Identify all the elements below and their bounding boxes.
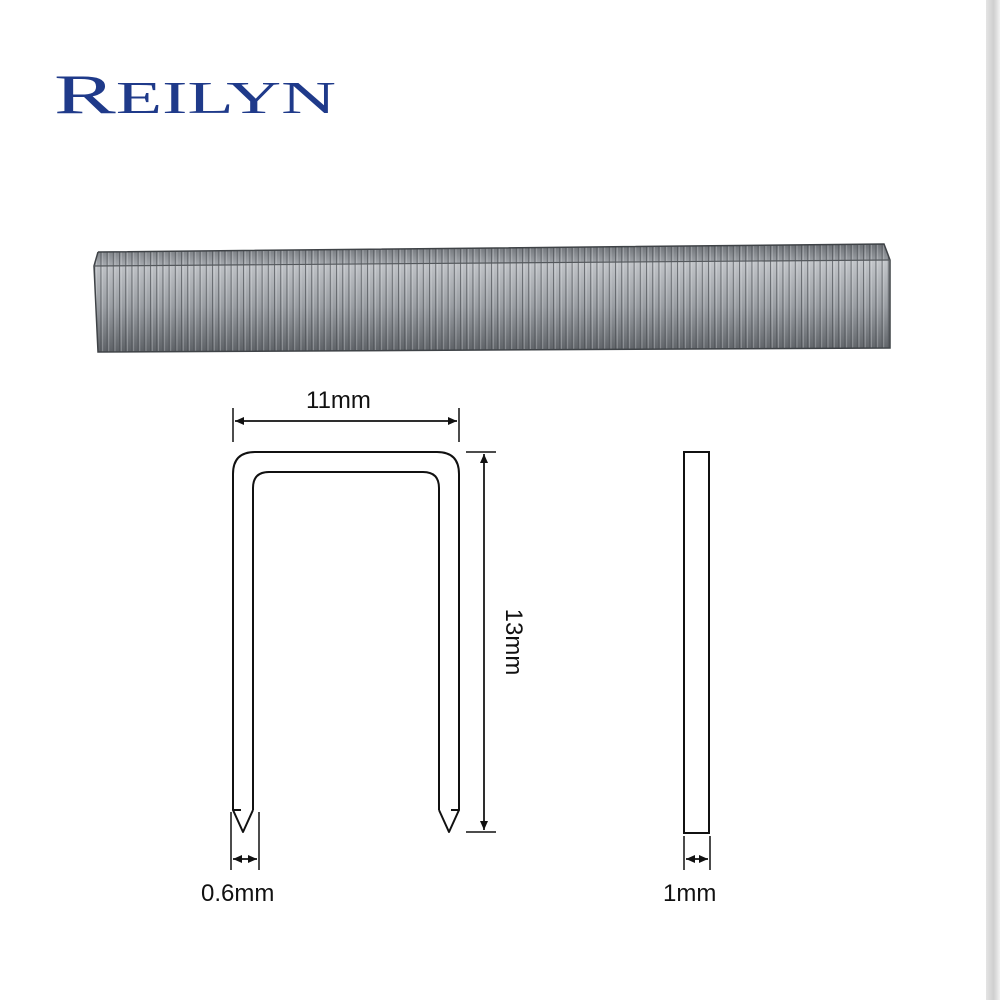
wire-diameter-label: 0.6mm	[201, 880, 275, 907]
wire-thickness-dimension	[683, 836, 711, 870]
leg-length-label: 13mm	[500, 608, 527, 676]
leg-length-dimension	[466, 451, 496, 833]
staple-strip-image	[88, 240, 894, 354]
wire-diameter-dimension	[230, 812, 260, 870]
staple-outline	[232, 451, 460, 833]
staple-side-view	[683, 451, 710, 834]
crown-width-label: 11mm	[306, 387, 371, 414]
wire-thickness-label: 1mm	[663, 880, 717, 907]
crown-width-dimension	[232, 408, 460, 442]
right-edge-shadow	[986, 0, 1000, 1000]
staple-strip-photo-icon	[93, 243, 891, 353]
